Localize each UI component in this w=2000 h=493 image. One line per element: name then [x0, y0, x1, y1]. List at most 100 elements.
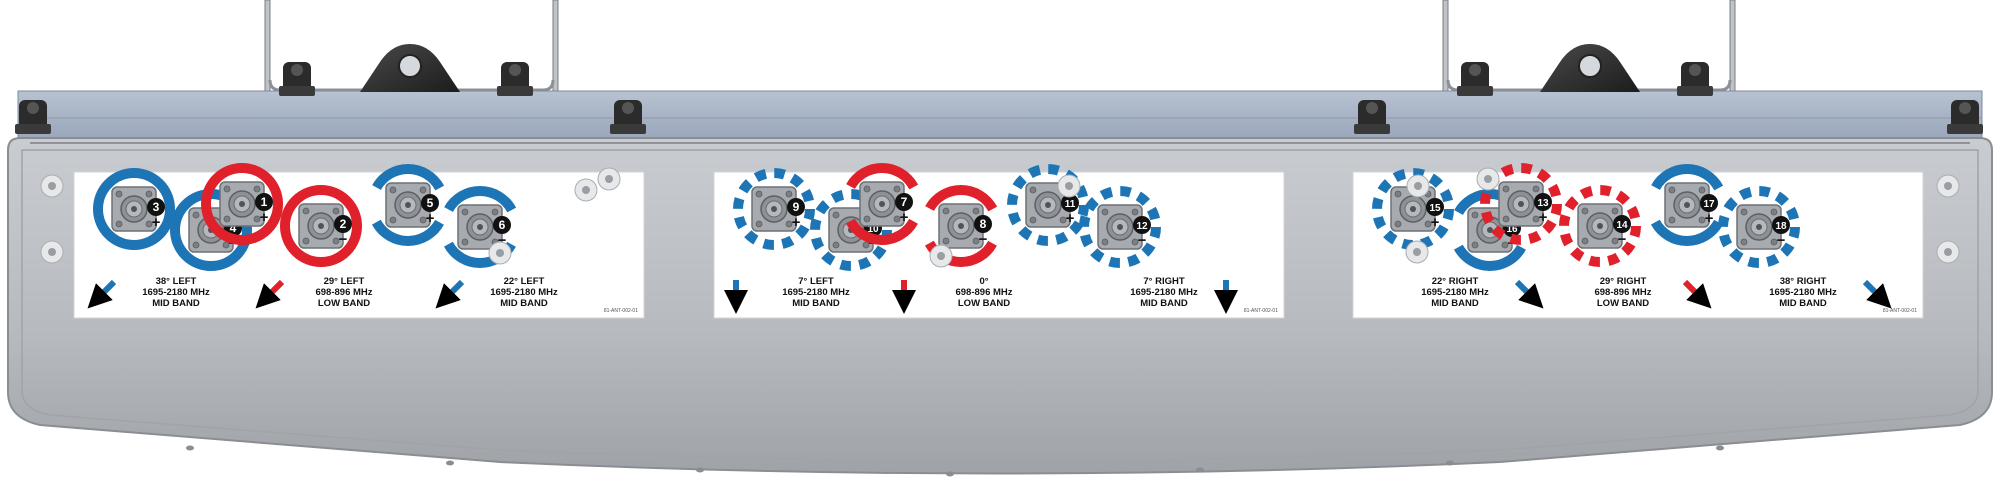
port-number-badge: [1772, 216, 1790, 234]
band-ring: [1480, 163, 1562, 245]
rf-connector: [1736, 204, 1782, 250]
beam-label-line: 698-896 MHz: [955, 287, 1012, 298]
beam-label-line: 7° LEFT: [798, 276, 834, 287]
top-rail: [17, 90, 1983, 144]
beam-label-line: LOW BAND: [958, 298, 1010, 309]
port-number: 7: [901, 195, 908, 209]
lifting-lug-right: [1540, 44, 1640, 92]
polarity-sign: −: [1138, 232, 1147, 249]
band-ring: [1646, 164, 1728, 246]
rf-connector: [938, 203, 984, 249]
port-9[interactable]: 9+: [733, 168, 815, 250]
beam-label-line: 1695-2180 MHz: [1421, 287, 1489, 298]
port-number-badge: [1426, 198, 1444, 216]
mounting-screw: [1936, 174, 1960, 198]
beam-label-line: 1695-2180 MHz: [142, 287, 210, 298]
rail-connector: [610, 100, 646, 134]
port-number: 2: [340, 217, 347, 231]
port-2[interactable]: 2−: [280, 185, 362, 267]
lifting-lug-left: [360, 44, 460, 92]
port-5[interactable]: 5+: [367, 164, 449, 246]
polarity-sign: +: [792, 214, 801, 231]
beam-direction-arrow: [435, 279, 465, 309]
port-13[interactable]: 13+: [1480, 163, 1562, 245]
beam-direction-arrow: [1862, 279, 1892, 309]
port-number: 12: [1136, 221, 1148, 232]
housing-screw: [1716, 445, 1724, 451]
beam-label-line: 29° RIGHT: [1600, 276, 1647, 287]
band-ring: [1559, 185, 1641, 267]
band-ring: [1079, 186, 1161, 268]
port-8[interactable]: 8−: [920, 185, 1002, 267]
panel-part-code: 81-ANT-002-01: [604, 308, 638, 314]
beam-direction-arrow: [87, 279, 117, 309]
mounting-screw: [40, 240, 64, 264]
band-ring: [439, 186, 521, 268]
band-ring: [1718, 186, 1800, 268]
band-ring: [733, 168, 815, 250]
port-number: 4: [230, 221, 237, 235]
port-number-badge: [1613, 215, 1631, 233]
port-number-badge: [334, 215, 352, 233]
band-ring: [201, 163, 283, 245]
polarity-sign: −: [339, 231, 348, 248]
housing-screw: [186, 445, 194, 451]
polarity-sign: −: [979, 231, 988, 248]
beam-label-line: 1695-2180 MHz: [1130, 287, 1198, 298]
rf-connector: [385, 182, 431, 228]
band-ring: [1449, 189, 1531, 271]
beam-label-line: LOW BAND: [318, 298, 370, 309]
beam-label-line: MID BAND: [1140, 298, 1188, 309]
band-ring: [93, 168, 175, 250]
port-number: 18: [1775, 221, 1787, 232]
beam-label-line: 38° RIGHT: [1780, 276, 1827, 287]
port-number-badge: [895, 193, 913, 211]
beam-label-line: 22° LEFT: [504, 276, 545, 287]
polarity-sign: −: [1777, 232, 1786, 249]
port-18[interactable]: 18−: [1718, 186, 1800, 268]
port-number: 5: [427, 196, 434, 210]
beam-direction-arrow: [1514, 279, 1544, 309]
beam-label-line: 38° LEFT: [156, 276, 197, 287]
port-number-badge: [1700, 194, 1718, 212]
rail-connector: [1677, 62, 1713, 96]
beam-label-line: MID BAND: [500, 298, 548, 309]
port-7[interactable]: 7+: [841, 163, 923, 245]
port-17[interactable]: 17+: [1646, 164, 1728, 246]
port-3[interactable]: 3+: [93, 168, 175, 250]
panel-part-code: 81-ANT-002-01: [1244, 308, 1278, 314]
port-11[interactable]: 11+: [1007, 164, 1089, 246]
beam-label-line: MID BAND: [1779, 298, 1827, 309]
port-number: 14: [1616, 220, 1628, 231]
port-12[interactable]: 12−: [1079, 186, 1161, 268]
port-number: 6: [499, 218, 506, 232]
port-6[interactable]: 6−: [439, 186, 521, 268]
rf-connector: [1097, 204, 1143, 250]
beam-label-line: 22° RIGHT: [1432, 276, 1479, 287]
rail-connector: [1947, 100, 1983, 134]
port-1[interactable]: 1+: [201, 163, 283, 245]
band-ring: [280, 185, 362, 267]
port-number: 3: [153, 200, 160, 214]
band-ring: [367, 164, 449, 246]
polarity-sign: −: [1618, 231, 1627, 248]
rail-connectors: [15, 62, 1983, 134]
beam-label-line: 0°: [979, 276, 988, 287]
port-14[interactable]: 14−: [1559, 185, 1641, 267]
polarity-sign: −: [498, 232, 507, 249]
polarity-sign: +: [426, 210, 435, 227]
beam-label-line: LOW BAND: [1597, 298, 1649, 309]
beam-label-line: 7° RIGHT: [1143, 276, 1184, 287]
polarity-sign: +: [1539, 209, 1548, 226]
port-number: 9: [793, 200, 800, 214]
port-15[interactable]: 15+: [1372, 168, 1454, 250]
port-number: 1: [261, 195, 268, 209]
port-number-badge: [974, 215, 992, 233]
port-number-badge: [255, 193, 273, 211]
port-number: 15: [1429, 203, 1441, 214]
port-number: 17: [1703, 199, 1715, 210]
